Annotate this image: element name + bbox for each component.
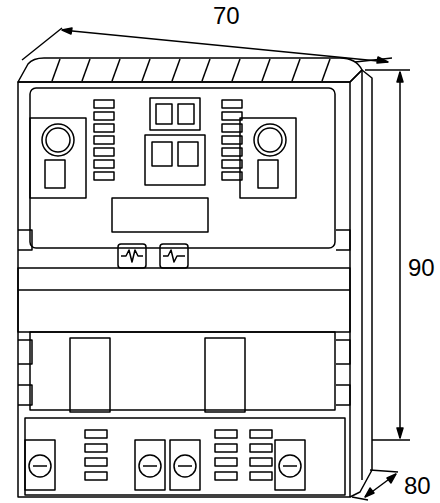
upper-panel <box>30 88 335 248</box>
screw-slot <box>33 465 47 467</box>
connector-pin <box>156 104 172 124</box>
slot <box>222 124 242 132</box>
slot <box>222 160 242 168</box>
connector-pin <box>178 142 198 166</box>
dimension-label: 80 <box>403 474 432 498</box>
cooling-ribs <box>52 59 330 81</box>
slot <box>85 430 107 438</box>
connector <box>150 98 200 130</box>
screw <box>139 455 161 477</box>
screw-slot <box>143 465 157 467</box>
slot <box>250 458 272 466</box>
latch <box>18 230 350 250</box>
slot <box>222 172 242 180</box>
extension-line <box>372 439 410 441</box>
slot <box>94 100 114 108</box>
housing-top <box>18 58 362 82</box>
slot <box>215 472 237 480</box>
led-window <box>258 128 282 152</box>
dimension-line <box>365 474 396 497</box>
slot <box>85 444 107 452</box>
slot <box>94 112 114 120</box>
contact-slots <box>94 100 242 180</box>
rail-band <box>18 268 350 332</box>
terminal <box>135 440 165 490</box>
screw <box>279 455 301 477</box>
extension-line <box>22 28 62 60</box>
slot <box>215 458 237 466</box>
lower-panel <box>30 332 335 410</box>
terminal <box>170 440 200 490</box>
slot <box>222 112 242 120</box>
dimension-label: 90 <box>407 256 436 280</box>
slot <box>215 430 237 438</box>
rib <box>142 59 150 81</box>
button <box>258 160 278 188</box>
band-edge <box>18 289 350 291</box>
slot <box>94 136 114 144</box>
latch <box>18 340 350 405</box>
arrowhead <box>397 72 403 438</box>
screw-slot <box>283 465 297 467</box>
connector <box>145 135 205 185</box>
slot <box>85 472 107 480</box>
slot <box>94 148 114 156</box>
led-window <box>42 124 74 156</box>
housing-edge <box>361 70 363 480</box>
rib <box>232 59 240 81</box>
extension-line <box>365 69 410 71</box>
rib <box>82 59 90 81</box>
slot <box>250 472 272 480</box>
dimension-line <box>62 30 388 62</box>
rib <box>262 59 270 81</box>
terminal <box>25 440 55 490</box>
slot <box>94 124 114 132</box>
rib <box>202 59 210 81</box>
dimension-label: 70 <box>212 4 241 28</box>
housing-side <box>350 70 372 497</box>
screw-slot <box>178 465 192 467</box>
terminal-block <box>25 418 345 495</box>
window <box>205 338 245 412</box>
rib <box>52 59 60 81</box>
slot <box>94 160 114 168</box>
slot <box>222 100 242 108</box>
screw <box>174 455 196 477</box>
slot <box>250 444 272 452</box>
dimension-line <box>399 72 401 438</box>
channel-frame <box>240 118 296 198</box>
connector-pin <box>178 104 194 124</box>
slot <box>250 430 272 438</box>
slot <box>222 148 242 156</box>
channel-frame <box>30 118 86 198</box>
extension-line <box>370 470 398 472</box>
slot <box>222 136 242 144</box>
screw-terminals <box>25 430 305 490</box>
slot <box>85 458 107 466</box>
rib <box>322 59 330 81</box>
window <box>70 338 110 412</box>
connector-pin <box>152 142 172 166</box>
housing-front <box>18 82 350 497</box>
slot <box>215 444 237 452</box>
slot <box>94 172 114 180</box>
rib <box>292 59 300 81</box>
rib <box>112 59 120 81</box>
zigzag <box>121 250 185 262</box>
rib <box>172 59 180 81</box>
label-field <box>112 198 208 232</box>
led-window <box>254 124 286 156</box>
led-window <box>46 128 70 152</box>
arrowhead <box>365 474 396 497</box>
button <box>45 160 65 188</box>
terminal <box>275 440 305 490</box>
screw <box>29 455 51 477</box>
